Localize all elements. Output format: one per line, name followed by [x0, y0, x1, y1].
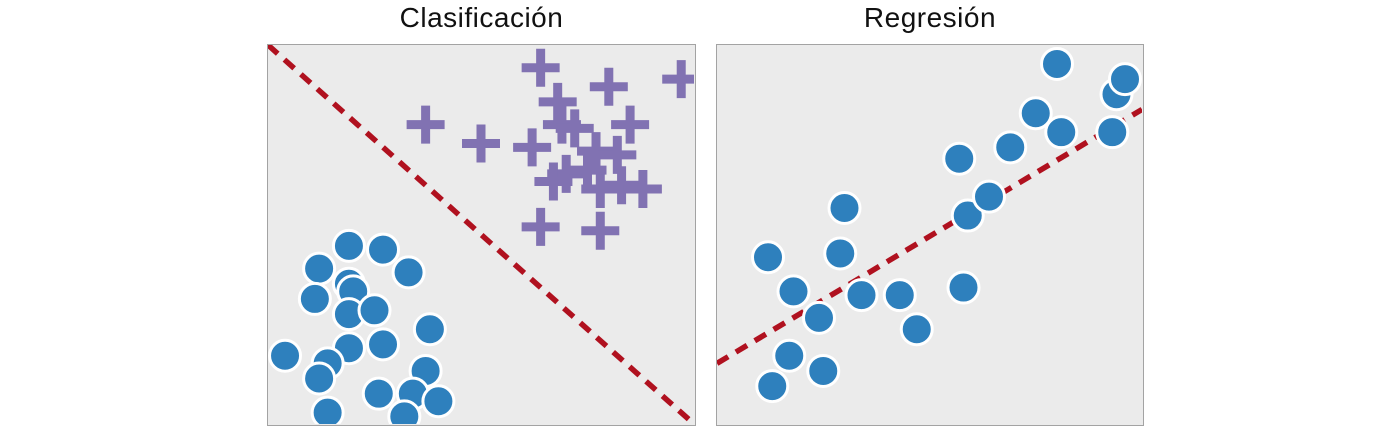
classification-plot-area: [267, 44, 696, 426]
classification-scatter-plot: [268, 45, 694, 424]
clase-cruces-plus-marker: [623, 170, 662, 209]
recta-regresion-line: [717, 107, 1142, 366]
datos-point: [942, 141, 977, 176]
datos-point: [802, 300, 836, 335]
clase-cruces-plus-marker: [611, 105, 650, 144]
datos-point: [972, 179, 1006, 214]
datos-point: [751, 240, 785, 275]
clase-circulos-point: [297, 281, 332, 316]
datos-point: [1108, 62, 1142, 97]
datos-point: [772, 338, 807, 373]
datos-point: [1018, 96, 1053, 131]
frontera-decision-line: [268, 45, 694, 424]
clase-circulos-point: [391, 255, 426, 290]
datos-point: [899, 312, 934, 347]
clase-circulos-point: [421, 384, 456, 419]
clase-cruces-plus-marker: [521, 48, 560, 87]
clase-circulos-point: [366, 327, 401, 362]
clase-circulos-point: [387, 399, 422, 424]
datos-point: [993, 130, 1028, 165]
regression-figure: Regresión: [716, 0, 1144, 444]
clase-cruces-plus-marker: [555, 109, 594, 148]
clase-cruces-plus-marker: [513, 128, 552, 167]
clase-cruces-plus-marker: [521, 207, 560, 246]
datos-point: [1095, 115, 1130, 150]
clase-circulos-point: [412, 312, 447, 347]
datos-point: [844, 278, 879, 313]
clase-circulos-point: [366, 232, 401, 267]
datos-point: [946, 270, 981, 305]
classification-figure: Clasificación: [267, 0, 696, 444]
clase-cruces-plus-marker: [581, 211, 620, 250]
clase-cruces-plus-marker: [462, 124, 500, 163]
clase-cruces-plus-marker: [589, 67, 628, 106]
clase-circulos-point: [302, 251, 337, 286]
regression-scatter-plot: [717, 46, 1142, 404]
datos-point: [1040, 46, 1074, 81]
clase-circulos-point: [357, 293, 392, 328]
clase-circulos-point: [361, 376, 396, 411]
datos-point: [755, 369, 790, 404]
datos-point: [823, 236, 858, 271]
datos-point: [950, 198, 985, 233]
clase-circulos-point: [268, 338, 303, 373]
regression-plot-area: [716, 44, 1144, 426]
datos-point: [776, 274, 811, 309]
clase-cruces-plus-marker: [406, 105, 445, 144]
clase-cruces-plus-marker: [568, 151, 607, 190]
datos-point: [806, 353, 841, 388]
regression-title: Regresión: [863, 2, 997, 33]
clase-circulos-point: [302, 361, 337, 396]
clase-cruces-plus-marker: [662, 60, 694, 99]
clase-circulos-point: [310, 395, 345, 424]
classification-title: Clasificación: [399, 2, 564, 33]
datos-point: [827, 190, 862, 225]
datos-point: [882, 278, 917, 313]
clase-circulos-point: [331, 228, 366, 263]
clase-cruces-plus-marker: [534, 162, 573, 201]
datos-point: [1044, 115, 1079, 150]
